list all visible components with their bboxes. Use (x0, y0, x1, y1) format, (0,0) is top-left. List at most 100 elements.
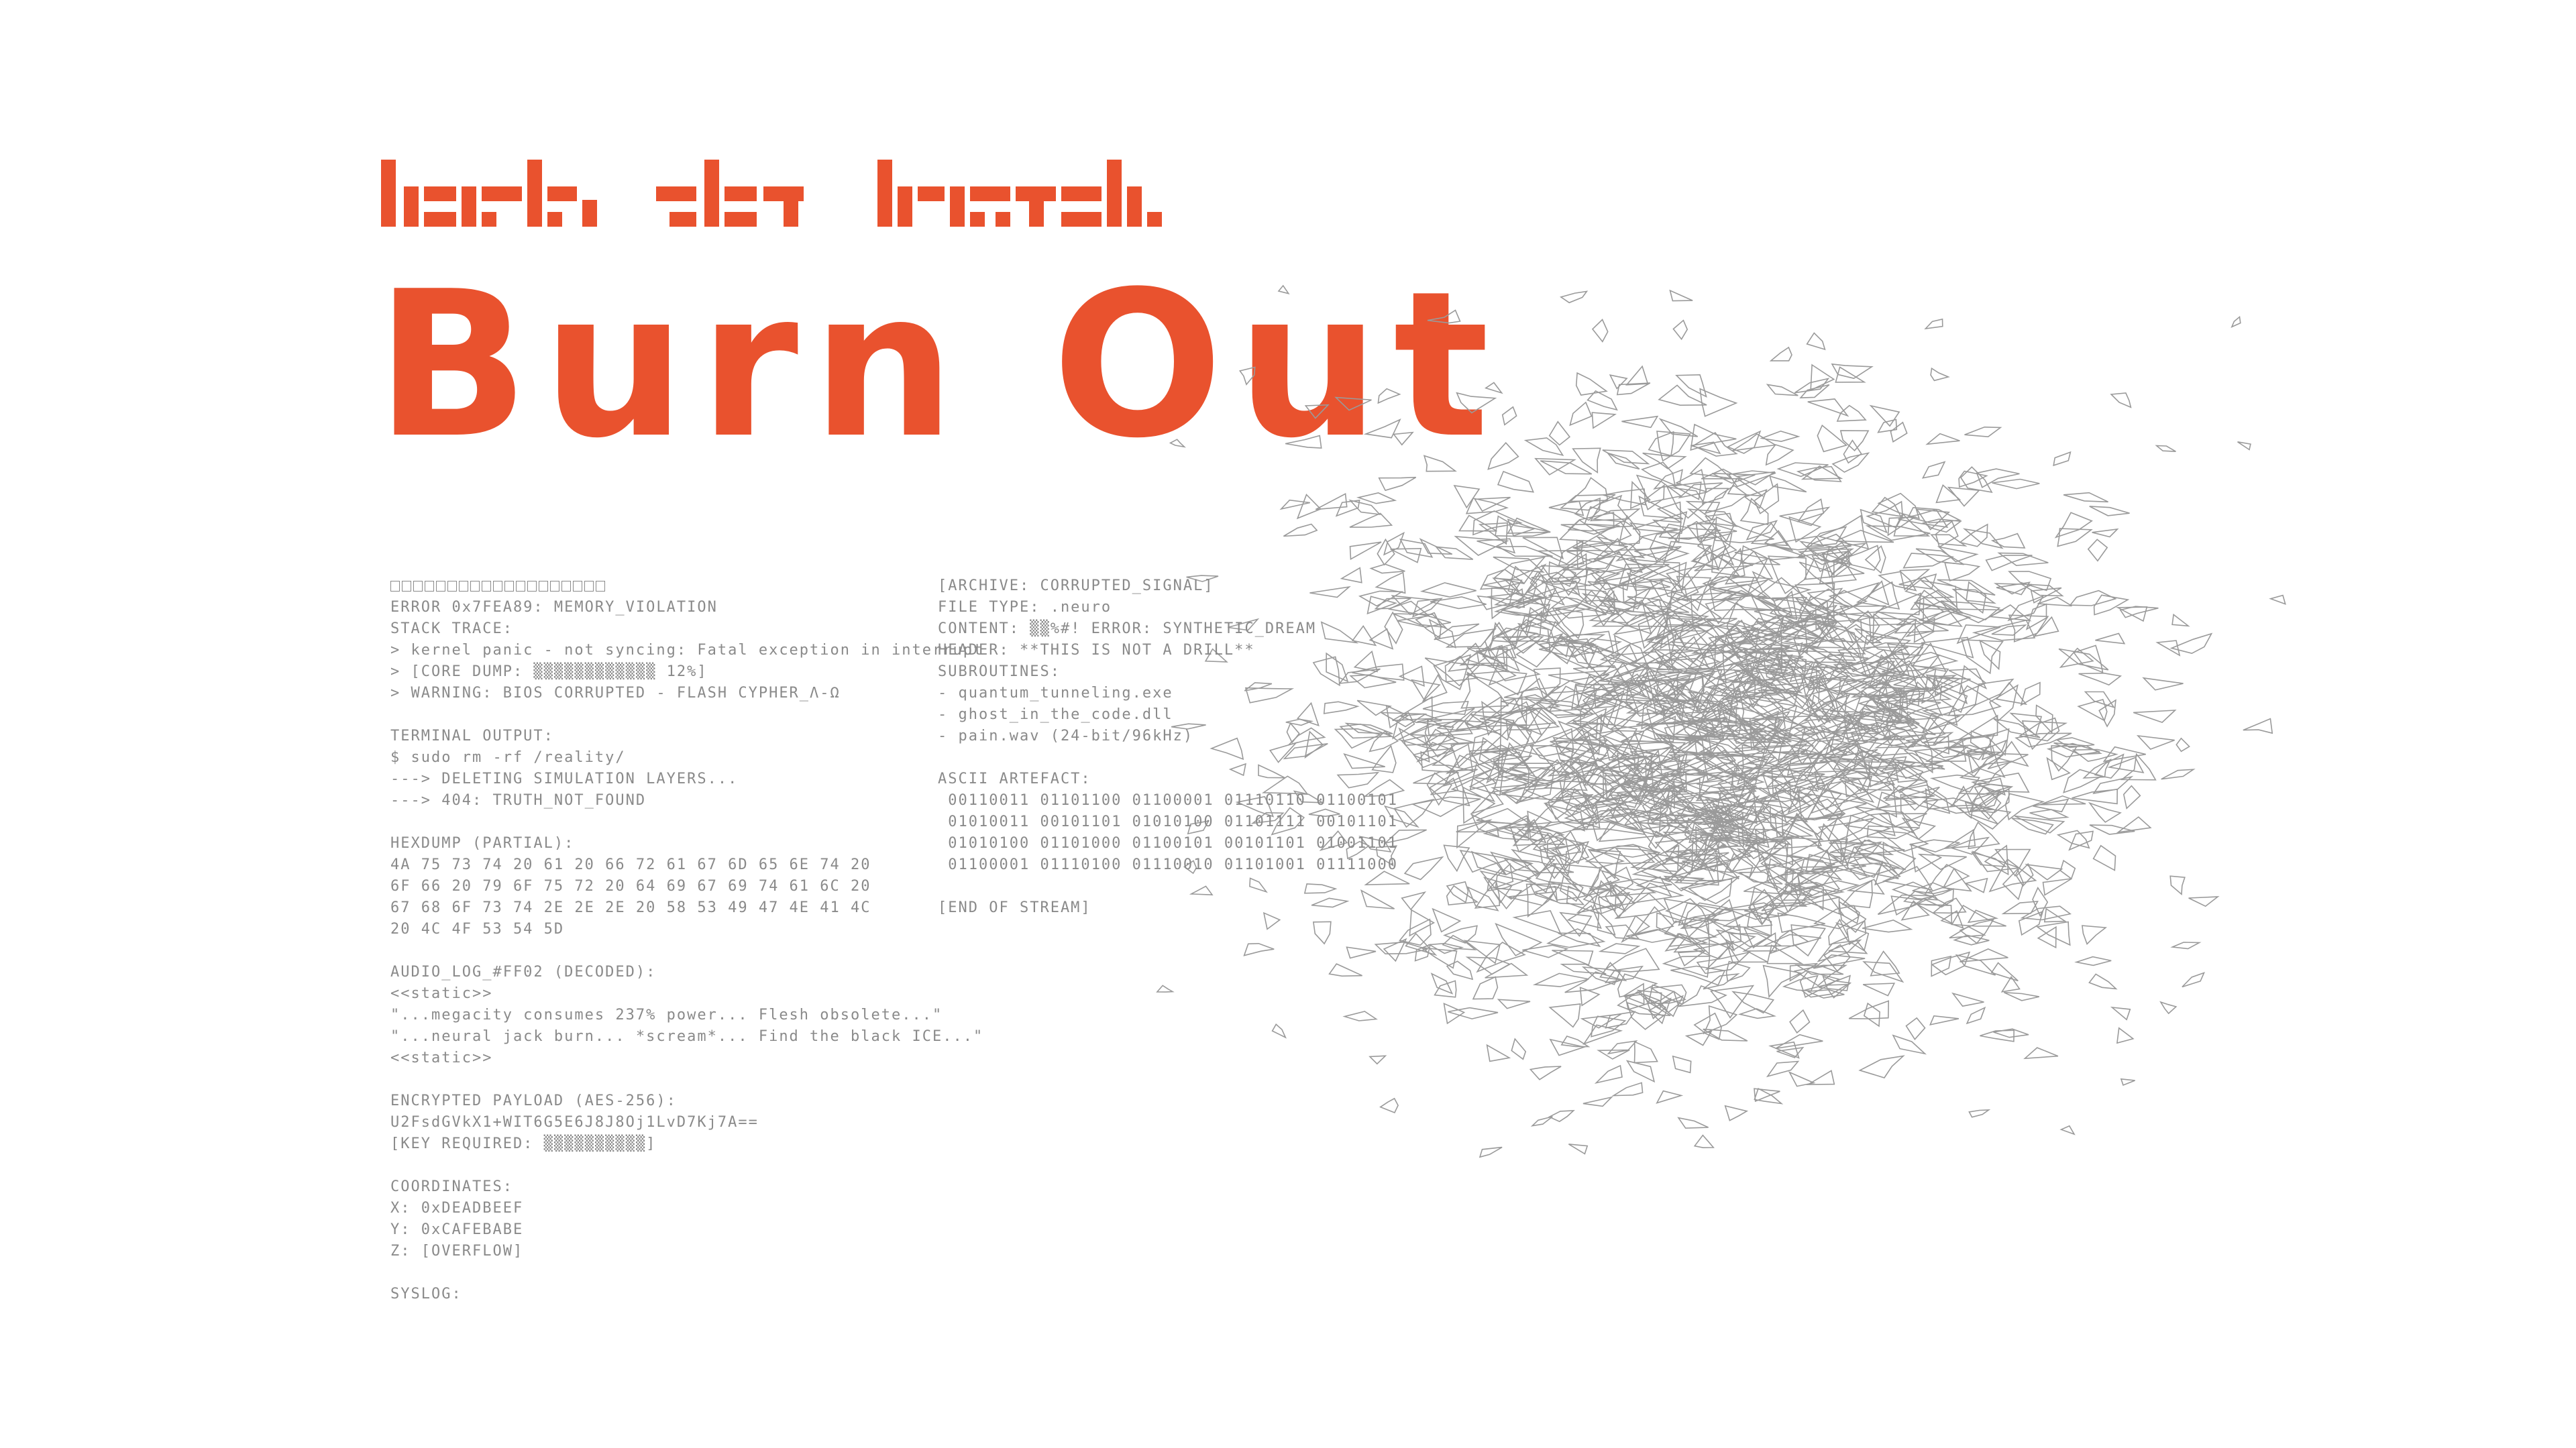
particle-shard (1428, 618, 1456, 649)
particle-shard (1432, 907, 1462, 933)
particle-shard (1428, 942, 1464, 954)
particle-shard (1972, 850, 2020, 873)
particle-shard (2095, 632, 2126, 645)
particle-shard (1766, 761, 1831, 788)
log-line: AUDIO_LOG_#FF02 (DECODED): (390, 964, 657, 981)
particle-shard (1803, 661, 1847, 691)
particle-shard (1805, 854, 1866, 873)
particle-shard (2094, 753, 2125, 779)
particle-shard (1501, 636, 1544, 654)
particle-shard (1204, 648, 1228, 663)
particle-shard (1922, 518, 1962, 533)
particle-shard (1349, 512, 1393, 528)
particle-shard (1925, 738, 1967, 763)
particle-shard (1924, 318, 1943, 330)
particle-shard (1877, 419, 1898, 433)
particle-shard (1550, 841, 1590, 865)
particle-shard (2019, 717, 2060, 742)
particle-shard (1534, 457, 1576, 476)
particle-shard (1694, 624, 1768, 653)
particle-shard (1443, 1002, 1466, 1025)
particle-shard (1776, 1046, 1805, 1058)
particle-shard (1703, 972, 1740, 990)
particle-shard (1655, 612, 1710, 641)
particle-shard (1992, 478, 2040, 490)
particle-shard (1910, 843, 1943, 873)
particle-shard (1609, 374, 1628, 390)
particle-shard (2077, 699, 2108, 722)
particle-shard (1477, 538, 1516, 554)
particle-shard (1339, 723, 1392, 739)
particle-shard (1607, 661, 1647, 698)
particle-shard (1923, 797, 1994, 814)
line-gap (390, 704, 887, 726)
particle-shard (1484, 721, 1529, 758)
particle-shard (1912, 882, 1952, 895)
log-line: U2FsdGVkX1+WIT6G5E6J8J8Oj1LvD7Kj7A== (390, 1114, 759, 1131)
particle-shard (1647, 583, 1718, 615)
particle-shard (2120, 753, 2157, 781)
redacted-block (459, 581, 468, 592)
particle-shard (1285, 435, 1322, 449)
particle-shard (1583, 757, 1640, 799)
particle-shard (1944, 562, 1981, 582)
particle-shard (1970, 851, 2008, 867)
particle-shard (1458, 514, 1497, 532)
particle-shard (1719, 662, 1758, 703)
particle-shard (1826, 624, 1883, 644)
particle-shard (1693, 1012, 1722, 1040)
particle-shard (1619, 563, 1670, 585)
particle-shard (1484, 382, 1503, 394)
particle-shard (1551, 607, 1585, 640)
particle-shard (1530, 1116, 1553, 1127)
particle-shard (1960, 466, 1993, 493)
particle-shard (1312, 921, 1332, 945)
particle-shard (1428, 771, 1470, 807)
particle-shard (1434, 623, 1480, 641)
particle-shard (2008, 571, 2052, 592)
particle-shard (1862, 961, 1904, 983)
particle-shard (1672, 1055, 1692, 1074)
particle-shard (1397, 723, 1454, 751)
log-line: "...neural jack burn... *scream*... Find… (390, 1028, 984, 1045)
particle-shard (1721, 590, 1775, 611)
particle-shard (1456, 392, 1497, 414)
particle-shard (1424, 718, 1456, 747)
particle-shard (1980, 1029, 2015, 1042)
particle-shard (1487, 868, 1532, 892)
particle-shard (2092, 528, 2119, 538)
particle-shard (1388, 600, 1432, 617)
particle-shard (1987, 753, 2029, 770)
particle-shard (1249, 877, 1268, 893)
particle-shard (1754, 1087, 1784, 1105)
particle-shard (1557, 720, 1595, 753)
particle-shard (1817, 939, 1862, 962)
particle-shard (2188, 896, 2220, 907)
particle-shard (1904, 576, 1955, 599)
particle-shard (1433, 654, 1472, 691)
particle-shard (1772, 812, 1823, 850)
particle-shard (1702, 576, 1755, 596)
particle-shard (1507, 517, 1551, 535)
particle-shard (1598, 822, 1660, 842)
particle-shard (1961, 638, 2004, 675)
particle-shard (1635, 876, 1672, 897)
particle-shard (1631, 634, 1677, 664)
particle-shard (1910, 590, 1955, 611)
particle-shard (1958, 470, 1988, 488)
particle-shard (1839, 430, 1870, 451)
particle-shard (1726, 602, 1784, 647)
particle-shard (1644, 617, 1703, 642)
particle-shard (1796, 465, 1842, 482)
particle-shard (1398, 665, 1425, 687)
particle-shard (2088, 801, 2122, 823)
particle-shard (1503, 857, 1540, 873)
particle-shard (1934, 677, 1971, 696)
particle-shard (1766, 384, 1799, 396)
particle-shard (1572, 447, 1601, 474)
particle-shard (1757, 689, 1816, 722)
particle-shard (1679, 878, 1733, 905)
particle-shard (1656, 912, 1693, 944)
particle-shard (1250, 812, 1285, 824)
particle-shard (1774, 785, 1812, 824)
